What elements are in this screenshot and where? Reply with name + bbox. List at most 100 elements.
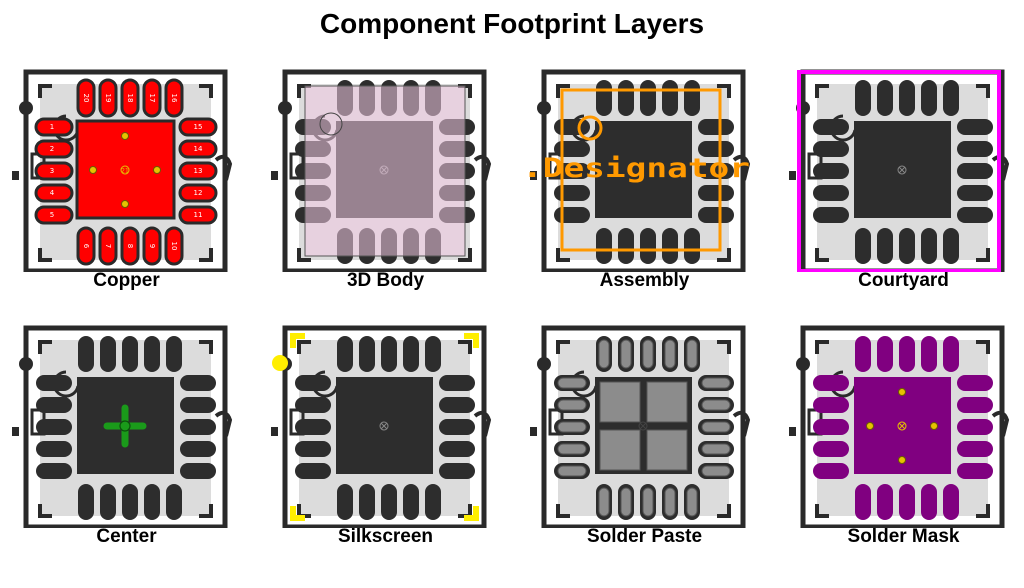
right-paste-aperture xyxy=(701,465,731,477)
right-pad xyxy=(180,397,216,413)
right-paste-aperture xyxy=(701,421,731,433)
origin-mark xyxy=(271,171,278,180)
bottom-pad-number: 7 xyxy=(104,244,112,248)
left-pad xyxy=(34,183,74,203)
bottom-pad xyxy=(640,228,656,264)
page-title: Component Footprint Layers xyxy=(319,8,705,39)
top-pad xyxy=(877,336,893,372)
top-pad xyxy=(640,80,656,116)
bottom-pad xyxy=(596,228,612,264)
left-paste-aperture xyxy=(557,421,587,433)
right-pad xyxy=(957,441,993,457)
left-pad xyxy=(36,441,72,457)
bottom-pad xyxy=(662,228,678,264)
bottom-pad xyxy=(618,228,634,264)
right-paste-aperture xyxy=(701,443,731,455)
mask-layer-panel: Solder Mask xyxy=(781,318,1024,588)
top-pad xyxy=(78,336,94,372)
thermal-via xyxy=(121,200,129,208)
top-pad xyxy=(618,80,634,116)
bottom-paste-aperture xyxy=(642,487,654,517)
origin-mark xyxy=(12,171,19,180)
bottom-pad xyxy=(76,226,96,266)
ref-glyph-right xyxy=(732,154,751,181)
top-pad xyxy=(943,336,959,372)
origin-mark xyxy=(530,171,537,180)
corner-brackets xyxy=(556,340,731,518)
body3d-caption: 3D Body xyxy=(346,270,425,291)
courtyard-layer-panel: Courtyard xyxy=(781,62,1024,332)
top-pad xyxy=(359,336,375,372)
right-pad-number: 12 xyxy=(194,189,203,197)
bottom-pad xyxy=(120,226,140,266)
top-pad-number: 16 xyxy=(170,94,178,103)
top-pad xyxy=(899,336,915,372)
top-pad xyxy=(98,78,118,118)
right-pad xyxy=(698,185,734,201)
right-pad xyxy=(180,419,216,435)
left-pad xyxy=(34,161,74,181)
left-paste-aperture xyxy=(557,377,587,389)
right-pad xyxy=(178,161,218,181)
left-pad xyxy=(36,397,72,413)
right-pad xyxy=(957,207,993,223)
thermal-via xyxy=(898,388,906,396)
courtyard-outline xyxy=(797,70,1001,272)
top-pad xyxy=(921,336,937,372)
pin1-marker-dot xyxy=(796,357,810,371)
center-paste-window xyxy=(646,381,688,423)
top-pad xyxy=(381,336,397,372)
assembly-footprint-graphic: .Designator xyxy=(522,69,751,272)
center-cross-circle xyxy=(379,421,389,431)
bottom-pad xyxy=(855,228,871,264)
thermal-via xyxy=(898,456,906,464)
body3d-pin1-circle xyxy=(319,112,343,136)
bottom-pad xyxy=(943,228,959,264)
bottom-pad xyxy=(166,484,182,520)
top-pad xyxy=(684,80,700,116)
body3d-footprint-graphic xyxy=(271,69,492,272)
bottom-pad xyxy=(359,484,375,520)
right-pad xyxy=(957,397,993,413)
top-pad xyxy=(877,80,893,116)
bottom-pad-number: 6 xyxy=(82,244,90,249)
bottom-pad xyxy=(921,484,937,520)
left-pad xyxy=(295,441,331,457)
center-cross-circle xyxy=(897,165,907,175)
thermal-via xyxy=(866,422,874,430)
top-paste-aperture xyxy=(598,339,610,369)
origin-mark xyxy=(789,427,796,436)
left-pad xyxy=(554,119,590,135)
right-pad xyxy=(439,463,475,479)
right-pad-number: 14 xyxy=(194,145,203,153)
pin1-arc xyxy=(311,370,339,398)
origin-mark xyxy=(12,427,19,436)
bottom-pad-number: 10 xyxy=(170,242,178,251)
left-pad xyxy=(813,441,849,457)
center-paste-window xyxy=(599,381,641,423)
right-pad xyxy=(698,207,734,223)
top-pad-number: 20 xyxy=(82,94,90,103)
bottom-pad xyxy=(877,228,893,264)
bottom-pad xyxy=(337,484,353,520)
mask-footprint-graphic xyxy=(789,325,1010,528)
left-pad xyxy=(813,375,849,391)
bottom-pad xyxy=(684,228,700,264)
pin1-marker-dot xyxy=(537,357,551,371)
silkscreen-corners xyxy=(290,333,479,521)
left-pad xyxy=(554,185,590,201)
center-cross-x xyxy=(639,422,647,430)
pin1-marker-dot xyxy=(537,101,551,115)
top-pad xyxy=(337,336,353,372)
pin1-marker-dot xyxy=(19,357,33,371)
ref-glyph-right xyxy=(214,410,233,437)
left-pad-number: 5 xyxy=(50,211,54,219)
center-cross-circle xyxy=(897,421,907,431)
right-pad xyxy=(957,119,993,135)
left-paste-aperture xyxy=(557,465,587,477)
right-pad xyxy=(698,141,734,157)
bottom-pad xyxy=(98,226,118,266)
right-paste-aperture xyxy=(701,399,731,411)
assembly-pin1-circle xyxy=(577,115,603,141)
